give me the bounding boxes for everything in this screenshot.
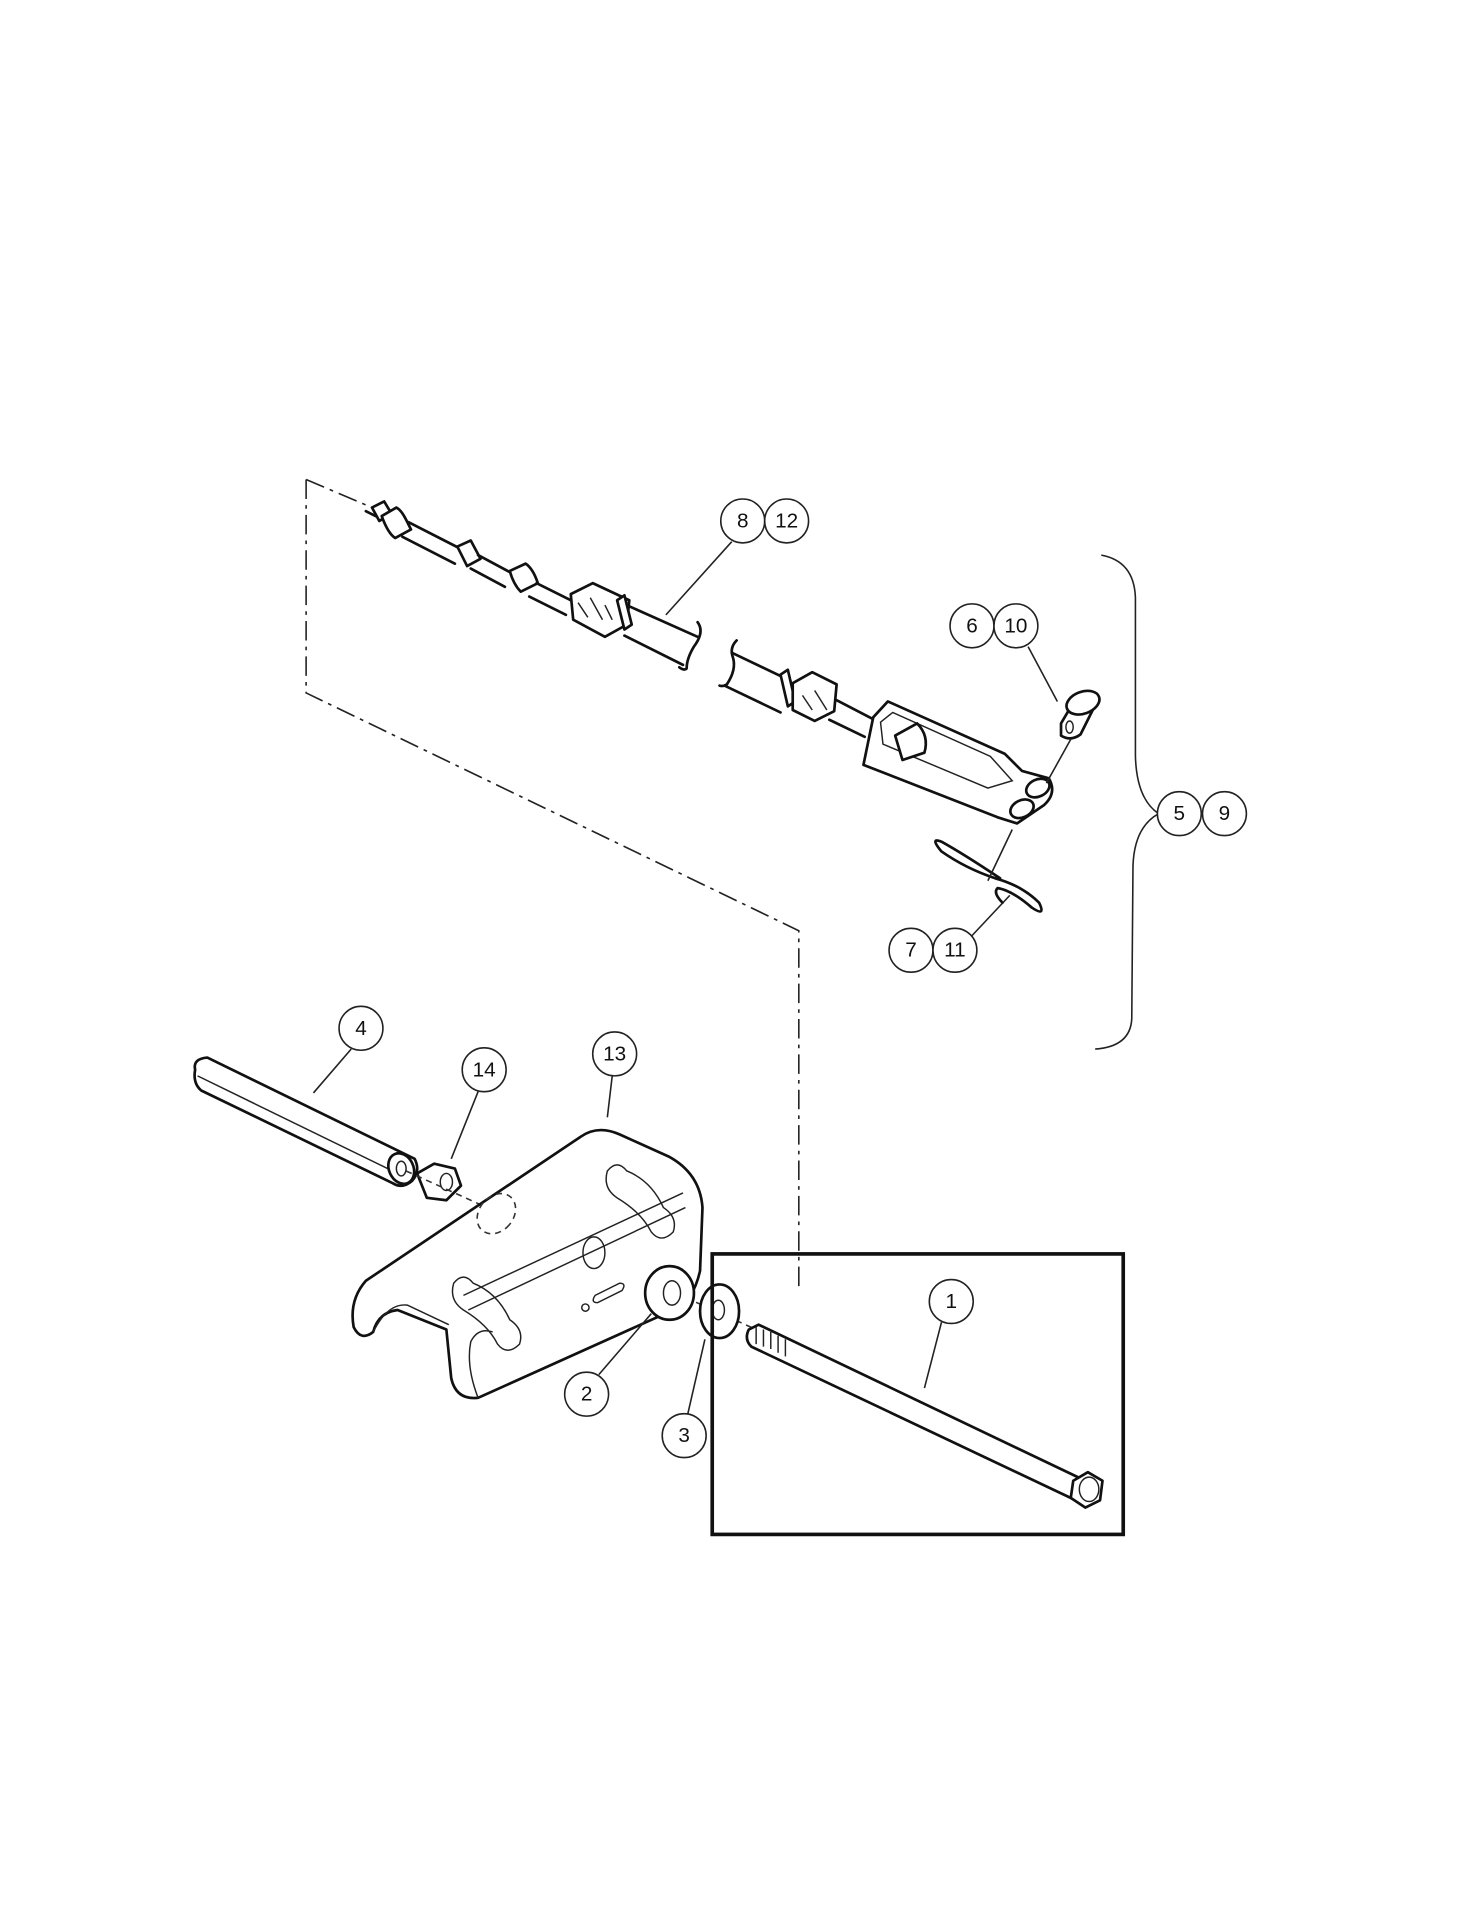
svg-text:13: 13 xyxy=(603,1042,626,1065)
hex-nut xyxy=(415,1162,463,1202)
leader-lines xyxy=(312,541,1059,1414)
callout-10: 10 xyxy=(993,603,1039,649)
callout-12: 12 xyxy=(763,498,810,544)
callout-14: 14 xyxy=(461,1047,507,1093)
callout-11: 11 xyxy=(932,927,978,973)
callout-6: 6 xyxy=(949,603,995,649)
hex-spacer xyxy=(193,1056,419,1188)
svg-text:3: 3 xyxy=(678,1424,690,1447)
svg-text:4: 4 xyxy=(355,1017,367,1040)
callout-8: 8 xyxy=(719,498,766,544)
svg-text:7: 7 xyxy=(905,939,917,962)
svg-text:1: 1 xyxy=(946,1290,958,1313)
svg-text:5: 5 xyxy=(1174,802,1186,825)
svg-text:11: 11 xyxy=(944,939,966,962)
svg-text:9: 9 xyxy=(1219,802,1231,825)
bracket xyxy=(351,1128,704,1400)
cable-lower xyxy=(718,639,874,739)
hair-pin-clip xyxy=(934,829,1043,913)
callout-13: 13 xyxy=(591,1031,638,1077)
clevis-pin xyxy=(1045,689,1101,784)
clevis xyxy=(862,700,1054,825)
callout-1: 1 xyxy=(928,1278,975,1325)
callout-5: 5 xyxy=(1156,790,1203,837)
svg-text:2: 2 xyxy=(581,1383,593,1406)
callout-7: 7 xyxy=(888,927,934,973)
spacer xyxy=(643,1264,696,1322)
cable-upper xyxy=(364,500,702,671)
assembly-outline xyxy=(305,478,800,1290)
callout-9: 9 xyxy=(1201,790,1248,837)
washer xyxy=(698,1283,741,1340)
bolt xyxy=(745,1323,1104,1509)
svg-text:14: 14 xyxy=(473,1058,496,1081)
svg-text:8: 8 xyxy=(737,509,749,532)
svg-text:10: 10 xyxy=(1004,614,1027,637)
callout-2: 2 xyxy=(563,1371,610,1417)
callout-3: 3 xyxy=(661,1412,707,1459)
callout-4: 4 xyxy=(338,1005,384,1052)
group-brace xyxy=(1095,554,1161,1050)
svg-text:12: 12 xyxy=(775,509,798,532)
svg-text:6: 6 xyxy=(966,614,978,637)
highlight-box xyxy=(710,1252,1126,1537)
